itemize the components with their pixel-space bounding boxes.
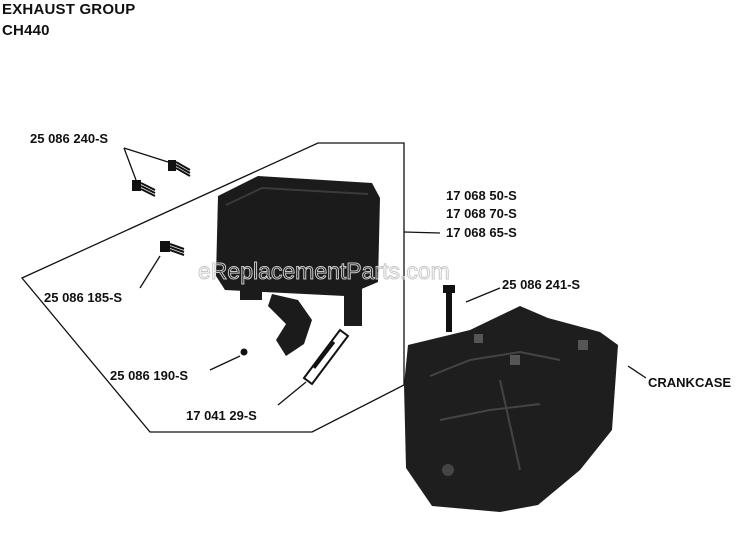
watermark: eReplacementParts.com: [198, 258, 450, 284]
leader-nut: [209, 355, 241, 371]
label-stud: 25 086 241-S: [502, 277, 580, 292]
leader-crankcase: [627, 365, 647, 379]
leader-gasket: [277, 381, 307, 406]
crankcase: [404, 306, 618, 512]
diagram-title: EXHAUST GROUP: [2, 1, 136, 18]
nut: [240, 348, 248, 356]
label-muffler-2: 17 068 70-S: [446, 206, 517, 221]
gasket: [302, 328, 350, 386]
label-screw-mid: 25 086 185-S: [44, 290, 122, 305]
muffler: [216, 176, 380, 356]
screw-mid: [160, 241, 185, 256]
screw-upper-b: [132, 180, 156, 197]
label-nut: 25 086 190-S: [110, 368, 188, 383]
model-number: CH440: [2, 22, 50, 39]
label-crankcase: CRANKCASE: [648, 375, 731, 390]
leader-stud: [465, 287, 501, 303]
leader-muffler: [403, 231, 441, 234]
label-screw-upper: 25 086 240-S: [30, 131, 108, 146]
screw-upper-a: [168, 160, 191, 177]
label-muffler-1: 17 068 50-S: [446, 188, 517, 203]
stud: [443, 285, 455, 332]
label-gasket: 17 041 29-S: [186, 408, 257, 423]
leader-screw-upper: [123, 147, 169, 181]
label-muffler-3: 17 068 65-S: [446, 225, 517, 240]
leader-screw-mid: [139, 255, 161, 289]
